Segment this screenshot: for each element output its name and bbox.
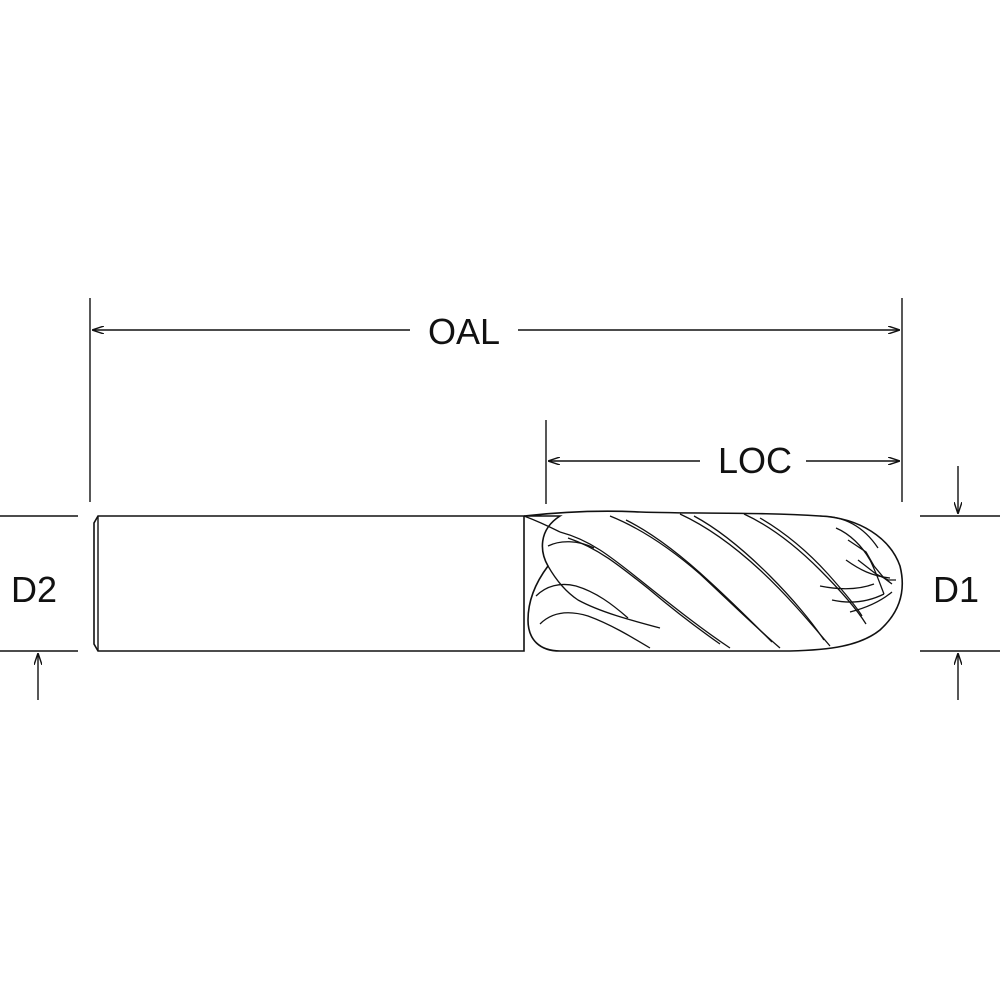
ball-tip-gash-5 (845, 559, 891, 579)
flute-lip-2 (539, 612, 651, 649)
flute-2-edge (625, 519, 773, 643)
flute-transition-top (523, 515, 561, 533)
flute-lip-3 (547, 541, 595, 549)
flute-3 (679, 513, 831, 647)
flute-4 (743, 513, 867, 625)
flute-4-edge (759, 517, 863, 617)
flute-3-edge (693, 515, 825, 641)
ball-tip-gash-4 (831, 593, 885, 603)
flute-lip-1 (535, 583, 629, 619)
d1-dimension: D1 (920, 466, 1000, 700)
ball-tip-outer (819, 515, 879, 549)
oal-dimension: OAL (89, 298, 903, 502)
flute-transition-lower (547, 565, 661, 629)
flute-1 (559, 531, 731, 649)
ball-nose-end-mill-drawing (93, 510, 903, 652)
loc-dimension: LOC (545, 420, 899, 504)
oal-label: OAL (428, 311, 500, 352)
flute-1-edge (567, 537, 721, 645)
loc-label: LOC (718, 440, 792, 481)
ball-tip-lower (849, 591, 893, 613)
d2-dimension: D2 (0, 515, 78, 700)
tool-shank (93, 515, 525, 652)
ball-tip-inner (819, 583, 875, 590)
d1-label: D1 (933, 569, 979, 610)
d2-label: D2 (11, 569, 57, 610)
